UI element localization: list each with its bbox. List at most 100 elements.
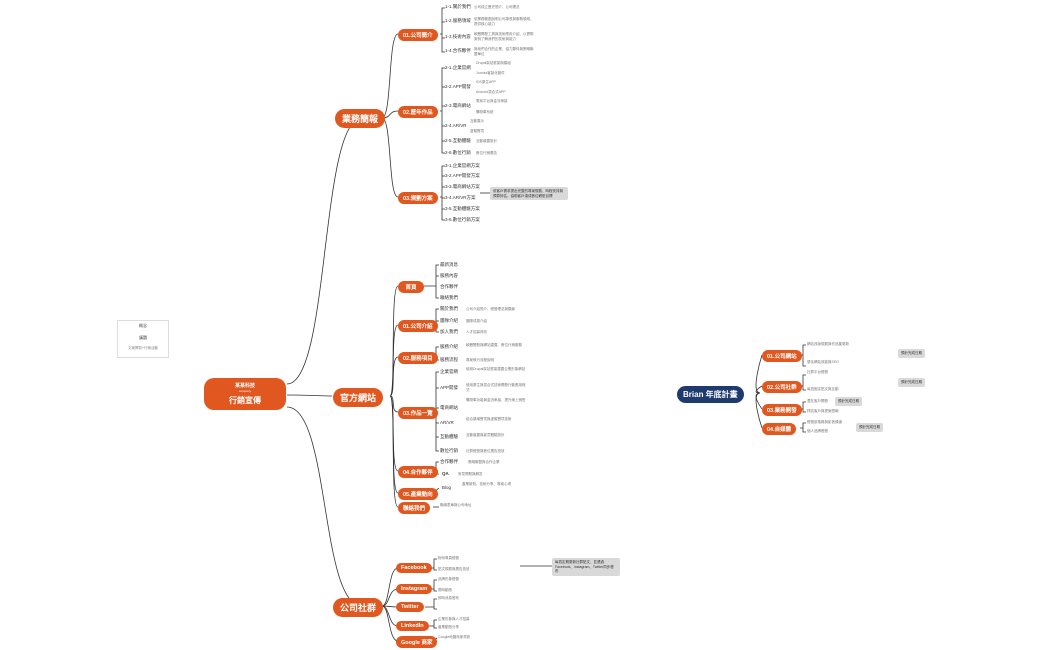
root-node[interactable]: 某某科技 company 行銷宣傳	[204, 378, 286, 410]
node-plans[interactable]: 03.規劃方案	[398, 192, 438, 204]
brian-note-1a: 網站改版規劃與作品集更新	[807, 342, 849, 346]
leaf-portfolio-4[interactable]: AR/VR	[440, 420, 454, 425]
note-facebook-2: 貼文規劃與廣告投放	[438, 567, 470, 571]
node-facebook[interactable]: Facebook	[396, 563, 432, 573]
brian-node-2[interactable]: 02.公司社群	[762, 381, 802, 393]
logo-text: 某某科技	[234, 383, 255, 389]
node-portfolio[interactable]: 03.作品一覽	[398, 407, 438, 419]
note-portfolio-2: 使用原生與混合式技術開發行動應用程式	[466, 383, 526, 392]
leaf-portfolio-2[interactable]: APP開發	[440, 385, 459, 390]
note-works-3a: 電商平台與金流串接	[476, 99, 508, 103]
leaf-home-1[interactable]: 最新消息	[440, 262, 458, 267]
brian-tag-2: 預計完成日期	[898, 378, 925, 387]
note-service-1: 軟體開發與網站建置、數位行銷服務	[466, 343, 522, 347]
node-works[interactable]: 02.歷年作品	[398, 106, 438, 118]
brian-node-3[interactable]: 03.業務開發	[762, 404, 802, 416]
note-works-2b: Android混合式APP	[476, 90, 506, 94]
leaf-trend-1[interactable]: Blog	[442, 485, 452, 490]
note-works-2a: iOS原生APP	[476, 80, 496, 84]
outline-subtitle: 文案撰寫+行銷活動	[127, 346, 159, 350]
note-linkedin-1: 企業形象與人才招募	[438, 617, 470, 621]
node-twitter[interactable]: Twitter	[396, 602, 424, 612]
note-linkedin-2: 產業動態分享	[438, 625, 459, 629]
outline-card: 概念 議題 文案撰寫+行銷活動	[117, 320, 169, 358]
note-works-5a: 互動裝置設計	[476, 139, 497, 143]
brian-tag-1: 預計完成日期	[898, 349, 925, 358]
node-contact[interactable]: 聯絡我們	[398, 502, 431, 514]
note-company-4: 與我們合作的企業、協力夥伴與策略聯盟單位	[474, 47, 534, 56]
node-home[interactable]: 首頁	[398, 281, 424, 293]
note-portfolio-5: 互動裝置與創意體驗設計	[466, 433, 505, 437]
note-twitter-1: 即時消息發布	[438, 596, 459, 600]
note-service-2: 專案執行流程說明	[466, 358, 494, 362]
leaf-plan-2[interactable]: 3-2.APP開發方案	[445, 173, 480, 178]
leaf-about-1[interactable]: 關於我們	[440, 306, 458, 311]
leaf-plan-1[interactable]: 3-1.企業官網方案	[445, 163, 480, 168]
node-trend[interactable]: 05.產業動向	[398, 488, 438, 500]
leaf-works-6[interactable]: 2-6.數位行銷	[445, 150, 471, 155]
leaf-portfolio-1[interactable]: 企業官網	[440, 369, 458, 374]
brian-title[interactable]: Brian 年底計畫	[677, 386, 744, 403]
leaf-works-5[interactable]: 2-5.互動體驗	[445, 138, 471, 143]
leaf-company-4[interactable]: 1-4.合作夥伴	[445, 48, 471, 53]
leaf-partner-2[interactable]: QA	[442, 471, 449, 476]
leaf-works-4[interactable]: 2-4.AR/VR	[445, 123, 467, 128]
note-instagram-1: 品牌形象經營	[438, 577, 459, 581]
note-facebook-1: 粉絲專頁經營	[438, 556, 459, 560]
leaf-works-3[interactable]: 2-3.電商網站	[445, 103, 471, 108]
leaf-home-2[interactable]: 服務內容	[440, 273, 458, 278]
leaf-partner-1[interactable]: 合作夥伴	[440, 459, 458, 464]
note-works-3b: 購物車系統	[476, 110, 494, 114]
branch-site[interactable]: 官方網站	[333, 388, 384, 407]
leaf-plan-5[interactable]: 3-5.互動體驗方案	[445, 206, 480, 211]
leaf-portfolio-5[interactable]: 互動體驗	[440, 434, 458, 439]
note-partner-1: 策略聯盟與合作企業	[468, 460, 500, 464]
leaf-home-4[interactable]: 聯絡我們	[440, 295, 458, 300]
node-company-intro[interactable]: 01.公司簡介	[398, 29, 438, 41]
node-partner[interactable]: 04.合作夥伴	[398, 466, 438, 478]
leaf-plan-4[interactable]: 3-4.AR/VR方案	[445, 195, 476, 200]
brian-node-1[interactable]: 01.公司網站	[762, 350, 802, 362]
brian-note-4a: 經營部落格與影音頻道	[807, 420, 842, 424]
brian-tag-4: 預計完成日期	[856, 423, 883, 432]
leaf-plan-6[interactable]: 3-6.數位行銷方案	[445, 217, 480, 222]
node-linkedin[interactable]: LinkedIn	[396, 621, 429, 631]
outline-topic: 議題	[139, 335, 147, 340]
brian-note-2b: 每週固定貼文與互動	[807, 387, 839, 391]
leaf-portfolio-6[interactable]: 數位行銷	[440, 448, 458, 453]
note-company-2: 依業務範圍說明公司專長與服務領域、提供核心能力	[474, 17, 534, 26]
note-works-4a: 互動展示	[470, 119, 484, 123]
leaf-works-2[interactable]: 2-2.APP開發	[445, 84, 471, 89]
note-works-4b: 虛擬實境	[470, 129, 484, 133]
note-about-1: 公司介紹簡介、經營理念與願景	[466, 307, 515, 311]
node-google-business[interactable]: Google 商家	[396, 636, 438, 648]
leaf-company-3[interactable]: 1-3.技術內容	[445, 34, 471, 39]
leaf-service-1[interactable]: 服務介紹	[440, 344, 458, 349]
outline-title: 概念	[139, 323, 147, 328]
social-note-box: 每週定期更新社群貼文，並透過Facebook、Instagram、Twitter…	[552, 558, 620, 576]
leaf-about-2[interactable]: 團隊介紹	[440, 318, 458, 323]
note-about-2: 團隊成員介紹	[466, 319, 487, 323]
leaf-service-2[interactable]: 服務流程	[440, 357, 458, 362]
leaf-about-3[interactable]: 加入我們	[440, 329, 458, 334]
node-instagram[interactable]: Instagram	[396, 584, 433, 594]
branch-business[interactable]: 業務簡報	[335, 109, 386, 128]
leaf-portfolio-3[interactable]: 電商網站	[440, 405, 458, 410]
node-service[interactable]: 02.服務項目	[398, 352, 438, 364]
leaf-home-3[interactable]: 合作夥伴	[440, 284, 458, 289]
root-title: 行銷宣傳	[229, 396, 261, 405]
node-about[interactable]: 01.公司介紹	[398, 320, 438, 332]
brian-note-3b: 拜訪客戶與提案簡報	[807, 409, 839, 413]
brian-node-4[interactable]: 04.自媒體	[762, 423, 797, 435]
logo-sub: company	[238, 389, 252, 393]
leaf-plan-3[interactable]: 3-3.電商網站方案	[445, 184, 480, 189]
note-works-1b: Joomla客製化套件	[476, 71, 505, 75]
note-trend-1: 產業新知、技術分享、專案心得	[462, 482, 511, 486]
leaf-company-1[interactable]: 1-1.關於我們	[445, 4, 471, 9]
note-google-1: Google地圖商家資訊	[438, 635, 471, 639]
leaf-works-1[interactable]: 2-1.企業官網	[445, 65, 471, 70]
branch-social[interactable]: 公司社群	[333, 598, 384, 617]
plans-note-box: 依客戶需求提出完整的專案規劃、時程安排與預算評估，協助客戶達成數位轉型目標	[490, 187, 568, 201]
note-works-6a: 數位行銷廣告	[476, 151, 497, 155]
leaf-company-2[interactable]: 1-2.服務領域	[445, 18, 471, 23]
